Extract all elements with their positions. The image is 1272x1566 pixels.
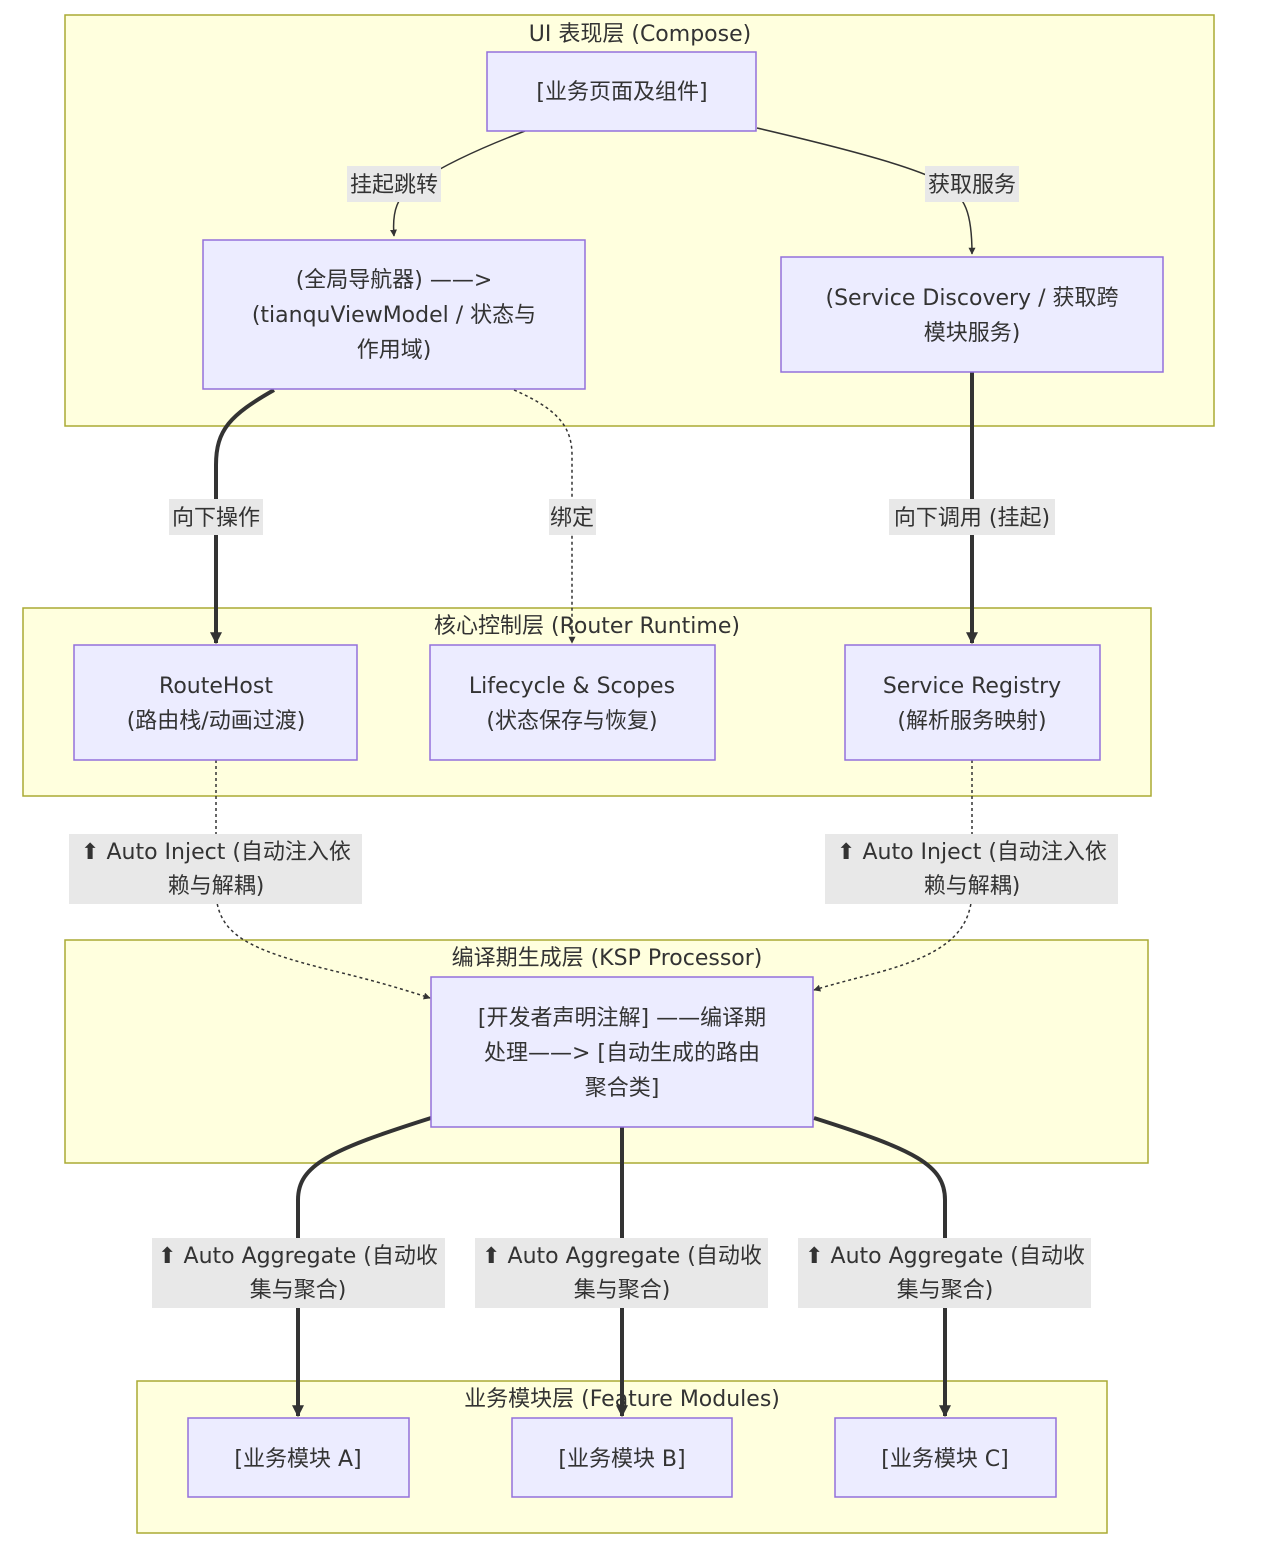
svg-text:⬆ Auto Aggregate (自动收: ⬆ Auto Aggregate (自动收 <box>805 1244 1085 1269</box>
edge-label-bind: 绑定 <box>549 499 596 535</box>
edge-label-get-service: 获取服务 <box>925 166 1019 202</box>
node-service-discovery: (Service Discovery / 获取跨 模块服务) <box>780 256 1164 373</box>
svg-text:Lifecycle & Scopes: Lifecycle & Scopes <box>469 674 675 699</box>
svg-text:RouteHost: RouteHost <box>159 674 273 699</box>
svg-text:向下调用 (挂起): 向下调用 (挂起) <box>894 506 1050 531</box>
layer-compile-title: 编译期生成层 (KSP Processor) <box>452 946 763 971</box>
edge-label-suspend-jump: 挂起跳转 <box>347 166 441 202</box>
layer-core-title: 核心控制层 (Router Runtime) <box>434 614 740 639</box>
svg-text:[业务页面及组件]: [业务页面及组件] <box>536 80 707 105</box>
edge-label-auto-aggregate-a: ⬆ Auto Aggregate (自动收 集与聚合) <box>152 1238 445 1308</box>
svg-text:(解析服务映射): (解析服务映射) <box>897 709 1046 734</box>
svg-text:(tianquViewModel / 状态与: (tianquViewModel / 状态与 <box>252 303 536 328</box>
svg-text:(状态保存与恢复): (状态保存与恢复) <box>486 709 657 734</box>
svg-text:赖与解耦): 赖与解耦) <box>924 874 1021 899</box>
svg-text:[开发者声明注解] ——编译期: [开发者声明注解] ——编译期 <box>478 1006 766 1031</box>
edge-label-down-operation: 向下操作 <box>169 499 263 535</box>
svg-text:⬆ Auto Aggregate (自动收: ⬆ Auto Aggregate (自动收 <box>158 1244 438 1269</box>
svg-text:⬆ Auto Aggregate (自动收: ⬆ Auto Aggregate (自动收 <box>482 1244 762 1269</box>
svg-text:聚合类]: 聚合类] <box>585 1076 660 1101</box>
edge-navigator-to-lifecycle <box>513 389 576 644</box>
edge-labels: 挂起跳转 获取服务 向下操作 绑定 向下调用 (挂起) ⬆ Auto Injec… <box>69 166 1118 1308</box>
edge-generator-to-moduleC <box>813 1116 951 1418</box>
svg-text:集与聚合): 集与聚合) <box>250 1278 347 1303</box>
svg-text:(路由栈/动画过渡): (路由栈/动画过渡) <box>127 709 306 734</box>
node-module-a: [业务模块 A] <box>187 1417 410 1498</box>
edge-label-auto-inject-left: ⬆ Auto Inject (自动注入依 赖与解耦) <box>69 834 362 904</box>
svg-text:(Service Discovery / 获取跨: (Service Discovery / 获取跨 <box>826 286 1119 311</box>
svg-text:[业务模块 C]: [业务模块 C] <box>881 1447 1009 1472</box>
svg-text:集与聚合): 集与聚合) <box>574 1278 671 1303</box>
svg-text:Service Registry: Service Registry <box>883 674 1061 699</box>
svg-text:绑定: 绑定 <box>550 506 594 531</box>
node-service-registry: Service Registry (解析服务映射) <box>844 644 1101 761</box>
svg-text:处理——> [自动生成的路由: 处理——> [自动生成的路由 <box>484 1041 760 1066</box>
svg-text:赖与解耦): 赖与解耦) <box>168 874 265 899</box>
svg-text:集与聚合): 集与聚合) <box>897 1278 994 1303</box>
svg-text:⬆ Auto Inject (自动注入依: ⬆ Auto Inject (自动注入依 <box>81 840 351 865</box>
edge-label-auto-aggregate-c: ⬆ Auto Aggregate (自动收 集与聚合) <box>798 1238 1091 1308</box>
svg-text:模块服务): 模块服务) <box>924 321 1021 346</box>
edge-routehost-to-generator <box>215 760 431 1000</box>
edge-label-auto-inject-right: ⬆ Auto Inject (自动注入依 赖与解耦) <box>825 834 1118 904</box>
node-annotation-processor: [开发者声明注解] ——编译期 处理——> [自动生成的路由 聚合类] <box>430 976 814 1128</box>
svg-text:获取服务: 获取服务 <box>928 173 1016 198</box>
node-routehost: RouteHost (路由栈/动画过渡) <box>73 644 358 761</box>
nodes: [业务页面及组件] (全局导航器) ——> (tianquViewModel /… <box>73 51 1164 1498</box>
svg-text:作用域): 作用域) <box>357 338 432 363</box>
layer-ui-title: UI 表现层 (Compose) <box>529 22 751 47</box>
edge-label-auto-aggregate-b: ⬆ Auto Aggregate (自动收 集与聚合) <box>475 1238 768 1308</box>
svg-text:(全局导航器) ——>: (全局导航器) ——> <box>296 268 493 293</box>
node-lifecycle-scopes: Lifecycle & Scopes (状态保存与恢复) <box>429 644 716 761</box>
edges <box>210 127 978 1418</box>
svg-text:[业务模块 B]: [业务模块 B] <box>558 1447 685 1472</box>
node-global-navigator: (全局导航器) ——> (tianquViewModel / 状态与 作用域) <box>202 239 586 390</box>
node-module-b: [业务模块 B] <box>511 1417 733 1498</box>
node-business-pages: [业务页面及组件] <box>486 51 757 132</box>
svg-text:向下操作: 向下操作 <box>172 506 260 531</box>
edge-label-down-call: 向下调用 (挂起) <box>889 499 1055 535</box>
svg-text:[业务模块 A]: [业务模块 A] <box>234 1447 361 1472</box>
svg-text:挂起跳转: 挂起跳转 <box>350 173 438 198</box>
edge-generator-to-moduleA <box>292 1116 432 1418</box>
svg-text:⬆ Auto Inject (自动注入依: ⬆ Auto Inject (自动注入依 <box>837 840 1107 865</box>
node-module-c: [业务模块 C] <box>834 1417 1057 1498</box>
edge-navigator-to-routehost <box>210 388 275 645</box>
